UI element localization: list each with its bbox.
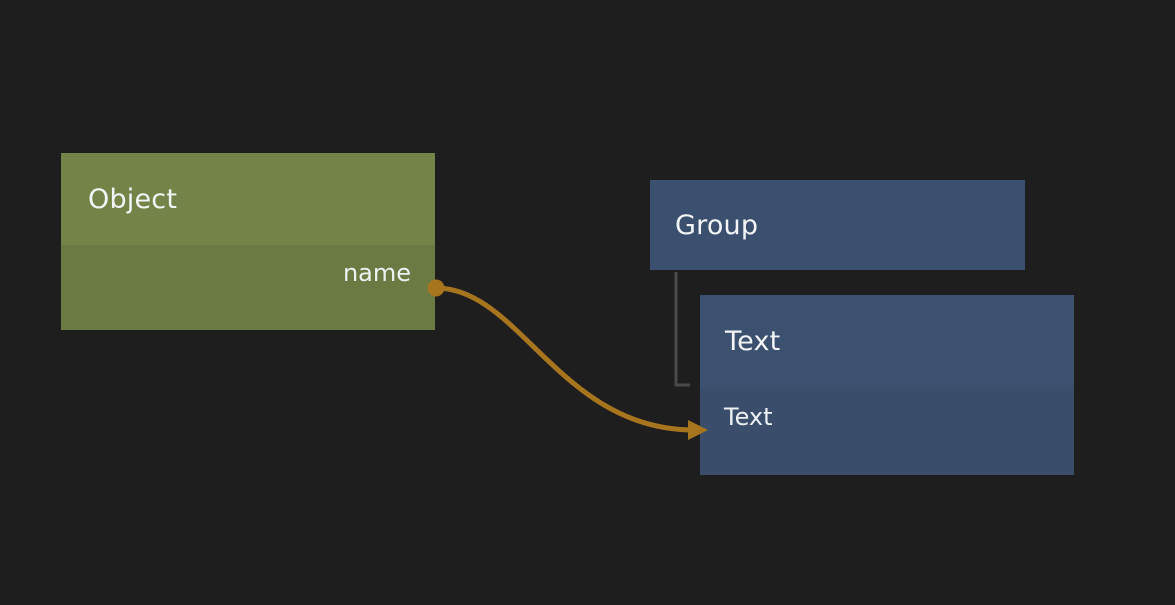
node-object-title: Object [88, 183, 178, 215]
node-text-header[interactable]: Text [700, 295, 1074, 388]
node-object-body: name [61, 245, 435, 330]
node-group-header[interactable]: Group [650, 180, 1025, 270]
node-text[interactable]: Text Text [700, 295, 1074, 475]
node-text-field-text-label: Text [724, 403, 773, 431]
output-port-object-name[interactable] [427, 279, 445, 297]
node-object-header[interactable]: Object [61, 153, 435, 245]
connector-group-to-text [674, 272, 690, 387]
node-text-title: Text [725, 326, 781, 357]
node-object[interactable]: Object name [61, 153, 435, 330]
node-object-field-name[interactable]: name [61, 245, 435, 301]
node-group-title: Group [675, 209, 759, 241]
node-object-field-name-label: name [342, 259, 411, 287]
node-text-field-text[interactable]: Text [700, 388, 1074, 446]
edge-object-name-to-text[interactable] [433, 285, 697, 433]
node-group[interactable]: Group [650, 180, 1025, 270]
node-text-body: Text [700, 388, 1074, 475]
